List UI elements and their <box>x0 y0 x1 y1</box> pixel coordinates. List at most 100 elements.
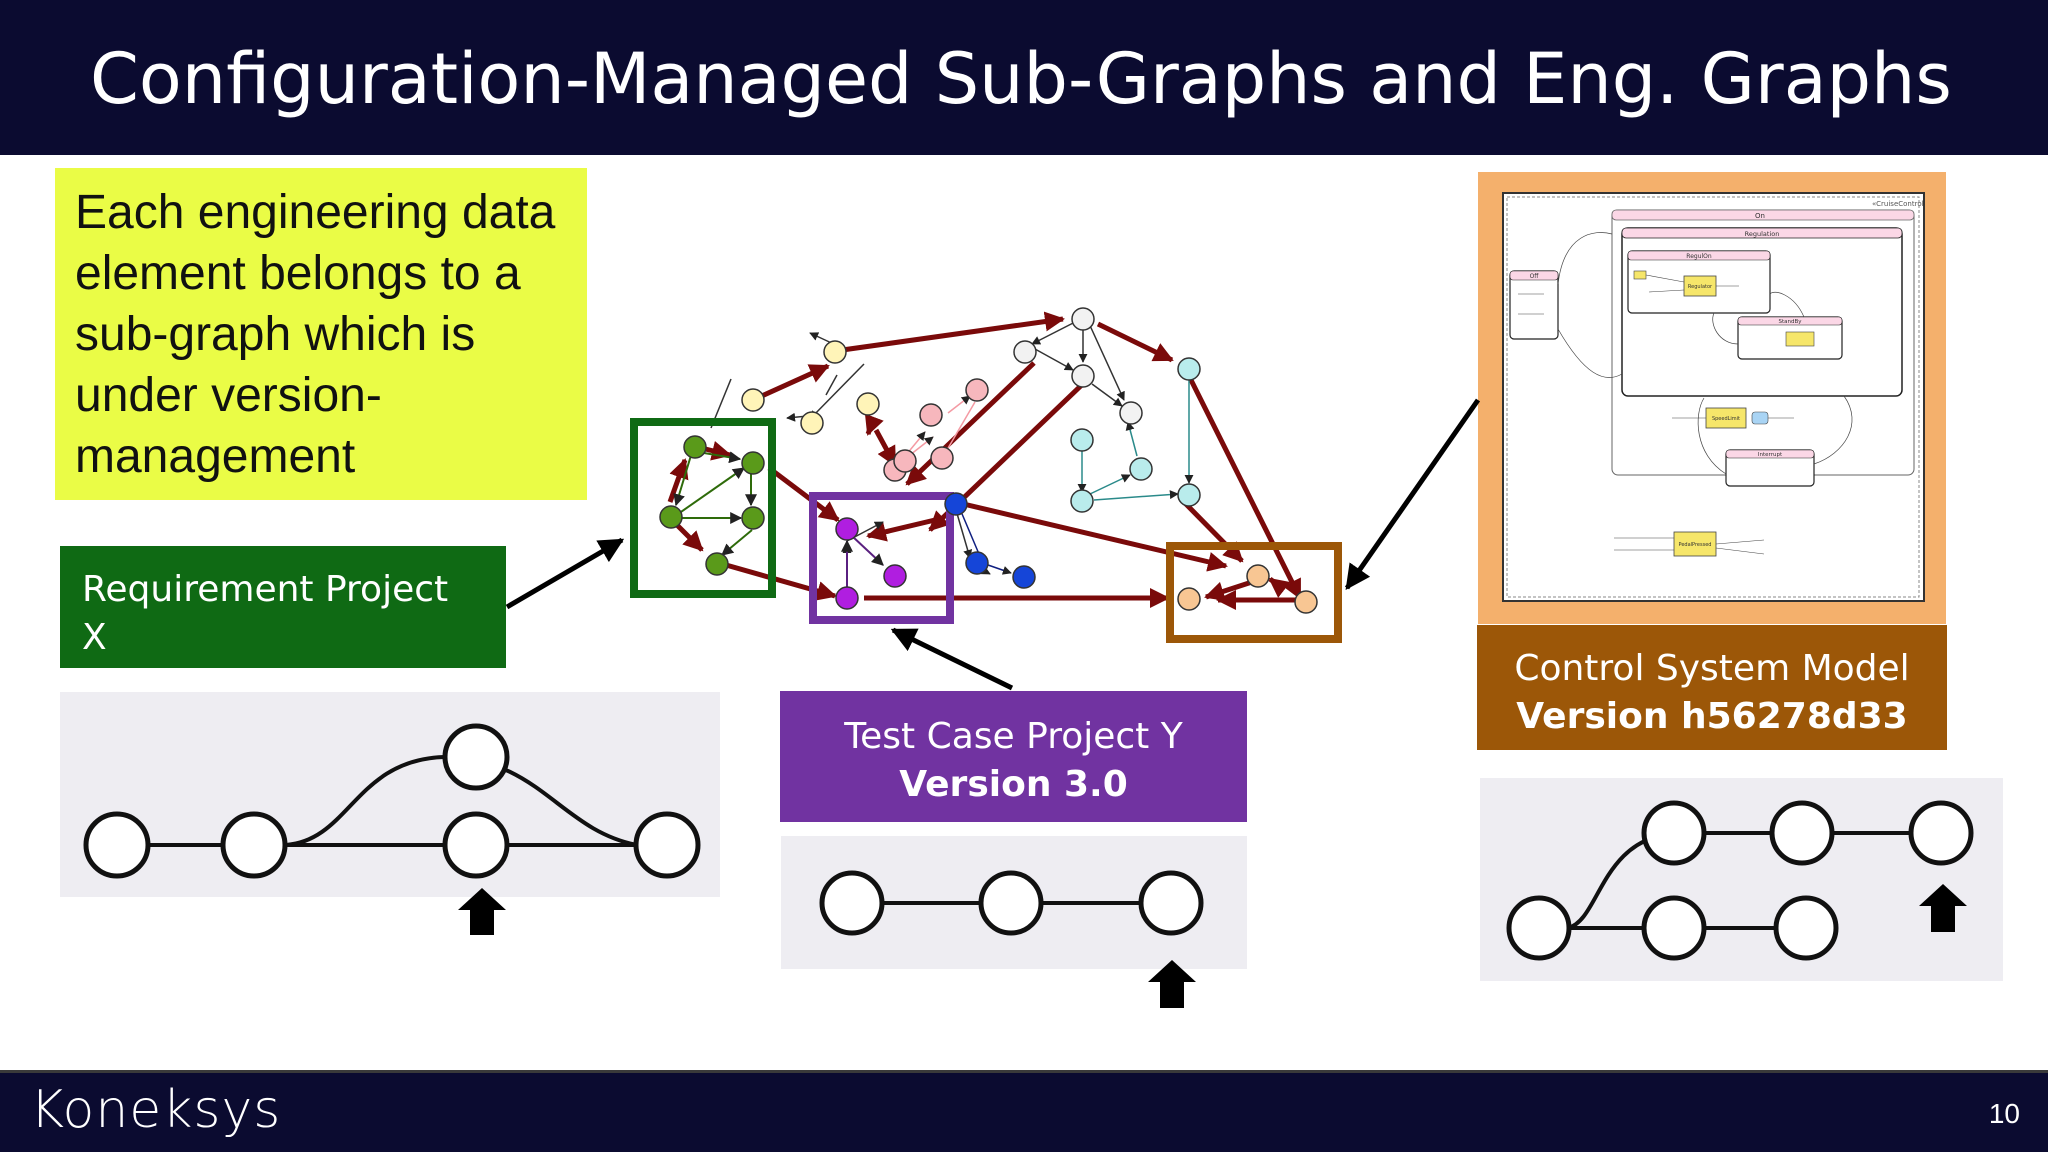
network-node <box>741 506 765 530</box>
network-edge <box>827 311 1065 355</box>
network-edge <box>866 517 936 542</box>
statechart-svg: «CruiseControl» On Regulation RegulOn Re… <box>1506 196 1928 598</box>
requirement-version-graph <box>83 723 701 935</box>
test-case-pointer-arrow <box>890 627 1014 691</box>
version-node <box>1908 800 1974 866</box>
statechart-label: «CruiseControl» <box>1872 200 1923 208</box>
footer-bar <box>0 1070 2048 1152</box>
network-node <box>683 435 707 459</box>
regulator-block-label: Regulator <box>1688 284 1713 290</box>
network-edge <box>1268 577 1291 598</box>
network-node <box>1119 401 1143 425</box>
test-case-subgraph-frame <box>809 492 954 624</box>
network-nodes <box>659 307 1318 614</box>
speedlimit-block-label: SpeedLimit <box>1712 416 1740 422</box>
network-edge <box>905 361 1036 486</box>
version-node <box>1641 800 1707 866</box>
title-bar <box>0 0 2048 155</box>
network-node <box>1070 428 1094 452</box>
version-node <box>1641 895 1707 961</box>
control-model-subgraph-frame <box>1166 542 1342 643</box>
network-node <box>1177 357 1201 381</box>
network-node <box>965 551 989 575</box>
callout-box: Each engineering data element belongs to… <box>55 168 587 500</box>
control-system-model-version: Version h56278d33 <box>1516 696 1908 737</box>
network-edge <box>1096 321 1174 363</box>
network-node <box>1246 564 1270 588</box>
network-node <box>1012 565 1036 589</box>
network-node <box>1071 364 1095 388</box>
network-node <box>965 378 989 402</box>
test-case-version-graph <box>819 870 1204 1008</box>
control-model-statechart: «CruiseControl» On Regulation RegulOn Re… <box>1502 192 1928 602</box>
test-case-project-name: Test Case Project Y <box>844 716 1183 757</box>
network-node <box>1013 340 1037 364</box>
version-node <box>1769 800 1835 866</box>
network-edge <box>1187 376 1303 600</box>
current-version-arrow-icon <box>1919 884 1967 932</box>
version-node <box>442 723 510 791</box>
network-edge <box>1204 579 1253 601</box>
test-case-project-version: Version 3.0 <box>899 764 1128 805</box>
network-node <box>823 340 847 364</box>
pointer-arrows <box>505 398 1481 691</box>
network-node <box>919 403 943 427</box>
network-edge <box>954 499 1228 572</box>
version-node <box>1506 895 1572 961</box>
network-node <box>1129 457 1153 481</box>
cyan-edges <box>1077 380 1194 501</box>
network-node <box>741 388 765 412</box>
network-node <box>659 505 683 529</box>
network-node <box>1294 590 1318 614</box>
network-node <box>705 552 729 576</box>
state-regulation-label: Regulation <box>1745 230 1780 238</box>
state-regulon-label: RegulOn <box>1686 253 1712 260</box>
network-edge <box>667 458 689 503</box>
slide-title: Configuration-Managed Sub-Graphs and Eng… <box>90 38 1952 120</box>
network-node <box>1177 587 1201 611</box>
network-edge <box>767 466 840 522</box>
current-version-arrow-icon <box>1148 960 1196 1008</box>
state-standby-label: StandBy <box>1778 319 1802 325</box>
network-node <box>893 449 917 473</box>
network-edge <box>864 413 884 436</box>
network-node <box>930 446 954 470</box>
network-node <box>741 451 765 475</box>
requirement-pointer-arrow <box>505 537 625 610</box>
test-case-project-label: Test Case Project Y Version 3.0 <box>780 691 1247 822</box>
network-node <box>1070 489 1094 513</box>
current-version-arrow-icon <box>458 888 506 935</box>
version-node <box>83 811 151 879</box>
control-model-version-history-panel <box>1480 778 2003 981</box>
pedalpressed-block-label: PedalPressed <box>1679 542 1712 548</box>
requirement-version-history-panel <box>60 692 720 897</box>
version-node <box>633 811 701 879</box>
requirement-subgraph-frame <box>630 418 776 598</box>
network-edge <box>751 363 830 403</box>
state-on-label: On <box>1755 212 1765 220</box>
network-node <box>835 586 859 610</box>
control-system-model-name: Control System Model <box>1514 648 1910 689</box>
network-node <box>883 564 907 588</box>
state-interrupt-label: Interrupt <box>1758 452 1783 458</box>
network-node <box>856 392 880 416</box>
network-node <box>800 411 824 435</box>
control-model-version-graph <box>1506 800 1974 961</box>
control-system-model-label: Control System Model Version h56278d33 <box>1477 625 1947 750</box>
version-node <box>220 811 288 879</box>
network-node <box>1071 307 1095 331</box>
version-node <box>819 870 885 936</box>
network-node <box>1177 483 1201 507</box>
requirement-project-label: Requirement Project X Version 1.3 <box>60 546 506 706</box>
version-node <box>1138 870 1204 936</box>
network-edge <box>1179 497 1244 563</box>
version-node <box>442 811 510 879</box>
koneksys-logo: Koneksys <box>30 1080 282 1140</box>
state-off-label: Off <box>1530 273 1540 280</box>
network-node <box>944 492 968 516</box>
page-number: 10 <box>1988 1098 2020 1129</box>
requirement-project-name: Requirement Project X <box>82 569 449 658</box>
network-node <box>835 517 859 541</box>
green-edges <box>673 451 757 556</box>
